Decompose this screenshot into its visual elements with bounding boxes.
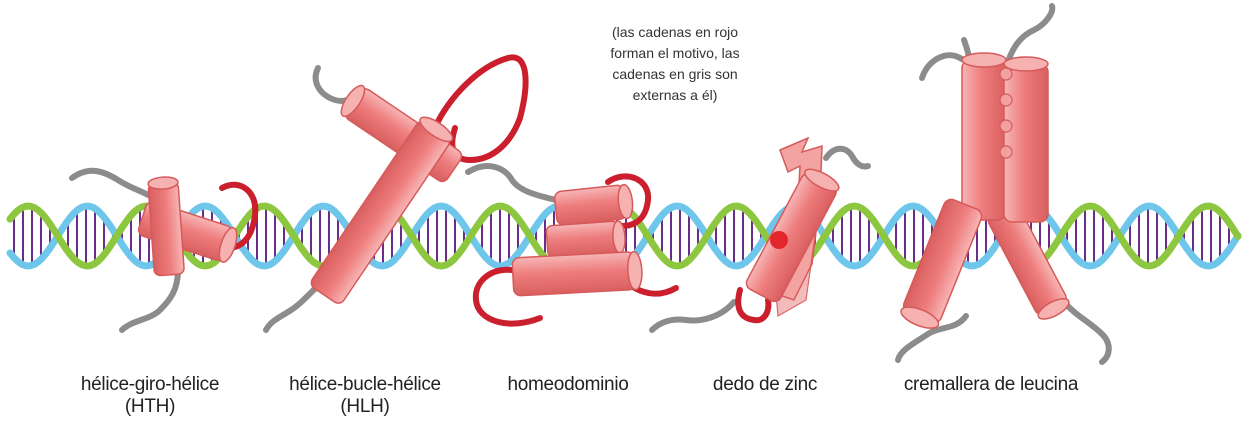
motif-label-line: (HLH): [268, 396, 462, 418]
alpha-helix-cylinder: [554, 184, 634, 226]
zinc-ion: [770, 231, 788, 249]
motif-label-homeodomain: homeodominio: [488, 374, 648, 396]
motif-label-leucine-zipper: cremallera de leucina: [880, 374, 1102, 396]
motif-label-zinc-finger: dedo de zinc: [690, 374, 840, 396]
external-chain: [652, 302, 734, 330]
external-chain: [122, 270, 178, 330]
motif-label-line: (HTH): [60, 396, 240, 418]
motif-label-line: hélice-giro-hélice: [60, 374, 240, 396]
hlh-motif: [266, 57, 526, 330]
motif-label-line: cremallera de leucina: [880, 374, 1102, 396]
external-chain: [266, 282, 322, 330]
note-line: forman el motivo, las: [560, 43, 790, 64]
hth-motif: [72, 171, 255, 330]
external-chain: [826, 149, 868, 167]
external-chain: [468, 166, 556, 200]
alpha-helix-cylinder: [148, 176, 185, 276]
alpha-helix-cylinder: [1004, 57, 1048, 222]
note-line: (las cadenas en rojo: [560, 22, 790, 43]
external-chain: [72, 171, 158, 200]
external-chain: [1064, 302, 1109, 362]
motif-label-line: hélice-bucle-hélice: [268, 374, 462, 396]
motif-label-hth: hélice-giro-hélice (HTH): [60, 374, 240, 418]
alpha-helix-cylinder: [962, 53, 1006, 220]
color-legend-note: (las cadenas en rojo forman el motivo, l…: [560, 22, 790, 106]
note-line: cadenas en gris son: [560, 64, 790, 85]
leucine-zipper-motif: [898, 6, 1109, 362]
motif-label-hlh: hélice-bucle-hélice (HLH): [268, 374, 462, 418]
note-line: externas a él): [560, 85, 790, 106]
motif-label-line: homeodominio: [488, 374, 648, 396]
alpha-helix-cylinder: [512, 251, 643, 296]
motif-label-line: dedo de zinc: [690, 374, 840, 396]
